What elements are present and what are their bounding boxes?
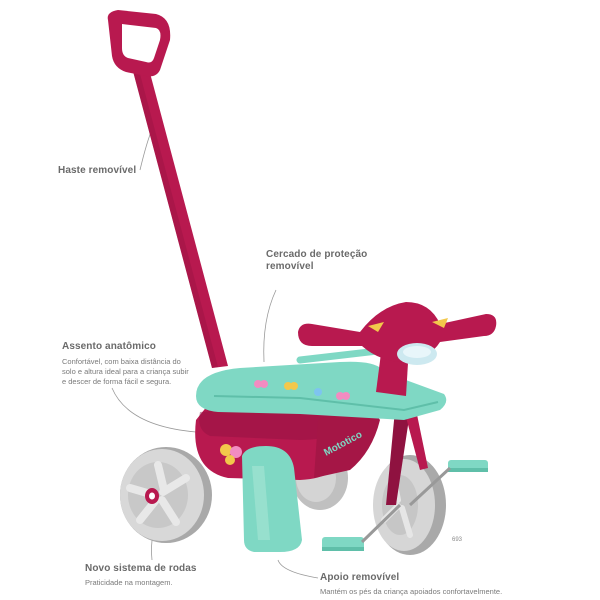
callout-line-guard: [263, 289, 277, 363]
front-wheel: [373, 455, 446, 555]
butterfly-decal: [220, 444, 242, 465]
footrest: [242, 446, 302, 552]
callout-wheels-title: Novo sistema de rodas: [85, 563, 197, 574]
callout-seat-desc-line1: Confortável, com baixa distância do: [62, 357, 181, 366]
callout-seat: Assento anatômico Confortável, com baixa…: [62, 341, 189, 387]
rear-left-wheel: [120, 447, 212, 543]
callout-footrest: Apoio removível Mantém os pés da criança…: [320, 572, 502, 597]
callout-wheels-desc: Praticidade na montagem.: [85, 578, 173, 587]
callout-handle: Haste removível: [58, 165, 136, 177]
handlebar: [298, 302, 497, 396]
callout-line-seat: [111, 387, 197, 433]
callout-footrest-desc: Mantém os pés da criança apoiados confor…: [320, 587, 503, 596]
callout-seat-desc-line2: solo e altura ideal para a criança subir: [62, 367, 189, 376]
callout-handle-title: Haste removível: [58, 165, 137, 176]
callout-line-footrest: [277, 559, 319, 579]
pedals: [322, 460, 488, 551]
model-code: 693: [452, 537, 463, 543]
push-handle: [107, 10, 228, 368]
callout-footrest-title: Apoio removível: [320, 572, 400, 583]
callout-guard: Cercado de proteção removível: [266, 249, 367, 273]
callout-seat-desc-line3: e descer de forma fácil e segura.: [62, 377, 172, 386]
callout-wheels: Novo sistema de rodas Praticidade na mon…: [85, 563, 197, 588]
callout-guard-title-line1: Cercado de proteção: [266, 249, 368, 260]
callout-seat-title: Assento anatômico: [62, 341, 156, 352]
callout-guard-title-line2: removível: [266, 261, 314, 272]
guard-butterflies: [254, 380, 350, 400]
